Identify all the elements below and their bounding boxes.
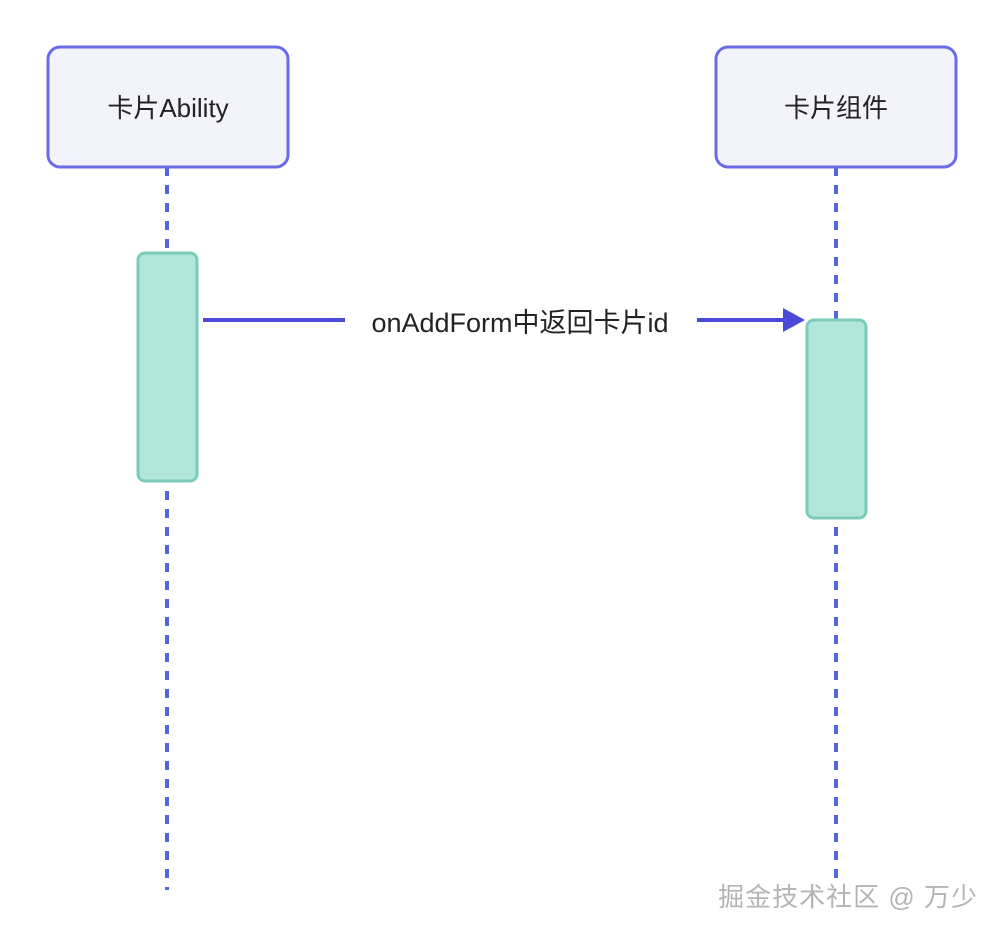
participant-card-component[interactable]: 卡片组件 (714, 45, 958, 169)
message-arrowhead-icon (783, 308, 805, 332)
participant-label-card-ability: 卡片Ability (107, 93, 228, 123)
participant-label-card-component: 卡片组件 (784, 93, 888, 123)
activation-bar-card-component[interactable] (805, 318, 868, 520)
message-label-on-add-form: onAddForm中返回卡片id (371, 308, 668, 338)
participant-card-ability[interactable]: 卡片Ability (46, 45, 290, 169)
participant-box-card-component (714, 45, 958, 169)
watermark-label: 掘金技术社区 @ 万少 (718, 882, 978, 912)
message-on-add-form[interactable]: onAddForm中返回卡片id (203, 308, 805, 338)
activation-bar-card-ability[interactable] (136, 251, 199, 483)
participant-box-card-ability (46, 45, 290, 169)
